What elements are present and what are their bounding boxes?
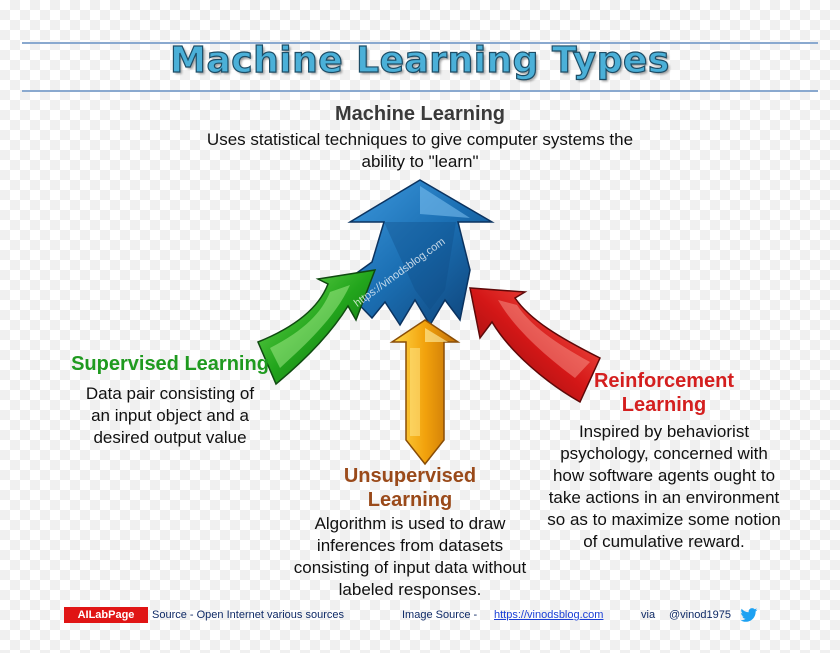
twitter-bird-icon[interactable] (740, 608, 758, 626)
reinforcement-learning-heading: Reinforcement Learning (593, 370, 735, 416)
footer-twitter-handle[interactable]: @vinod1975 (669, 609, 731, 621)
machine-learning-description: Uses statistical techniques to give comp… (206, 130, 634, 171)
title-underline (22, 90, 818, 92)
footer-image-source-label: Image Source - (402, 609, 478, 621)
supervised-learning-block: Supervised Learning Data pair consisting… (62, 352, 278, 449)
machine-learning-heading: Machine Learning (334, 103, 506, 125)
ailabpage-badge: AILabPage (64, 607, 148, 623)
footer-bar: AILabPage Source - Open Internet various… (0, 607, 840, 625)
machine-learning-block: Machine Learning Uses statistical techni… (180, 102, 660, 173)
unsupervised-learning-heading: Unsupervised Learning (343, 465, 477, 511)
footer-image-source-link[interactable]: https://vinodsblog.com (494, 609, 604, 621)
page-title: Machine Learning Types (170, 39, 670, 81)
unsupervised-learning-arrow (389, 319, 461, 466)
footer-via-label: via (641, 609, 656, 621)
supervised-learning-arrow (257, 269, 377, 386)
unsupervised-learning-description: Algorithm is used to draw inferences fro… (293, 514, 527, 599)
supervised-learning-description: Data pair consisting of an input object … (85, 384, 255, 447)
unsupervised-learning-block: Unsupervised Learning Algorithm is used … (282, 464, 538, 601)
top-rule-line (22, 42, 818, 44)
reinforcement-learning-block: Reinforcement Learning Inspired by behav… (546, 369, 782, 553)
supervised-learning-heading: Supervised Learning (71, 353, 269, 375)
footer-source-text: Source - Open Internet various sources (152, 609, 344, 621)
reinforcement-learning-description: Inspired by behaviorist psychology, conc… (547, 422, 781, 551)
reinforcement-learning-arrow (469, 287, 601, 404)
